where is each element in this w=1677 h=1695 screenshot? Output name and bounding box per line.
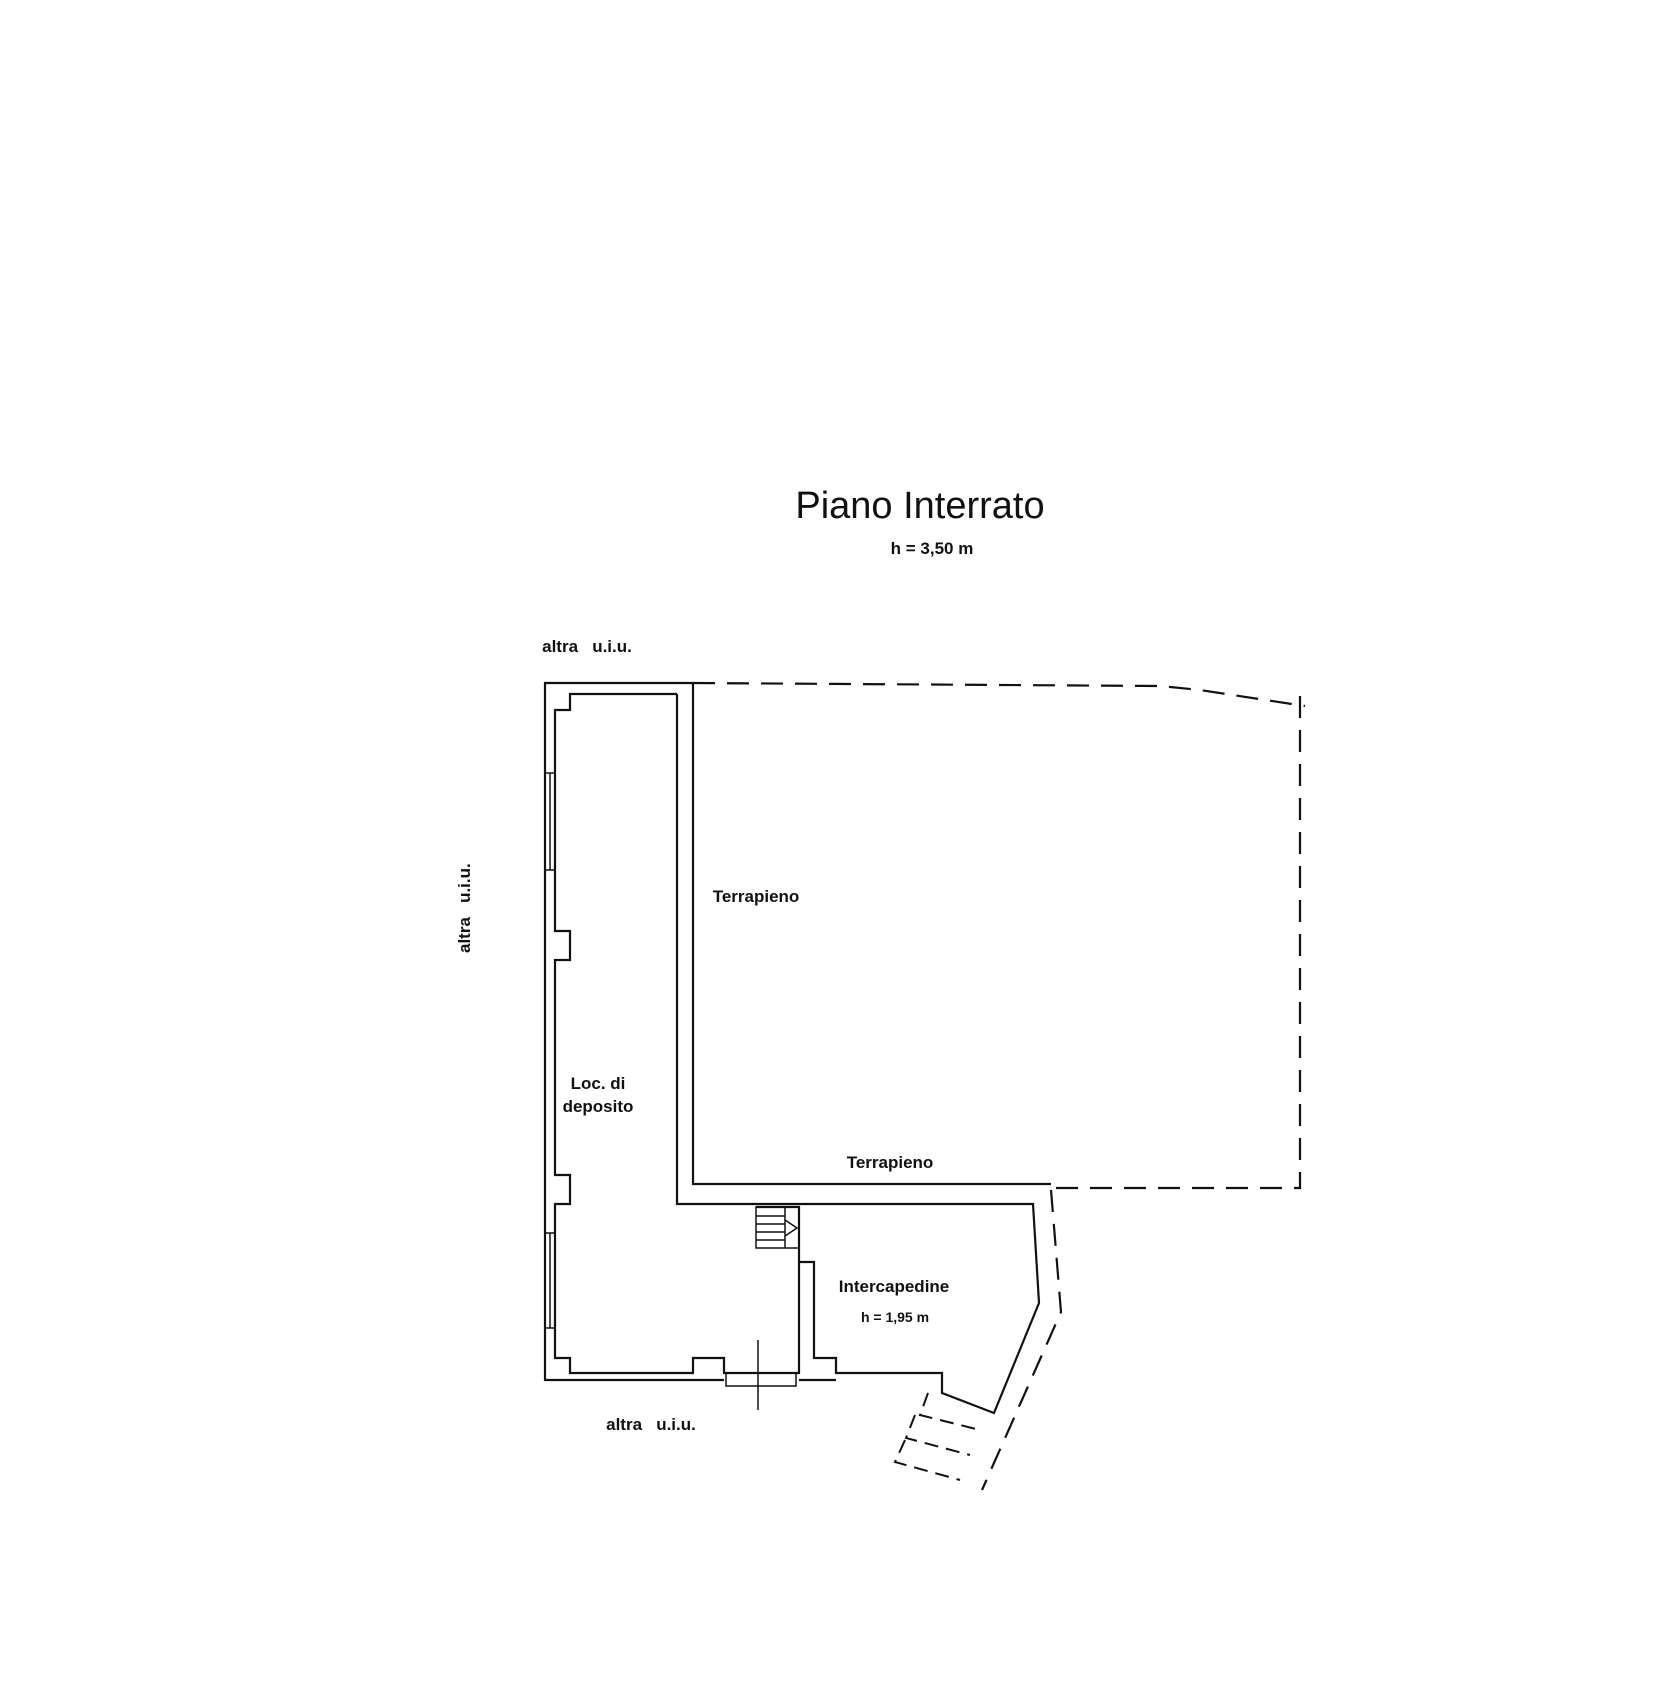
terrapieno-label-lower: Terrapieno bbox=[847, 1153, 934, 1172]
floor-height: h = 3,50 m bbox=[891, 539, 974, 558]
cavity-height: h = 1,95 m bbox=[861, 1309, 929, 1325]
storage-room-label-line1: Loc. di bbox=[571, 1074, 626, 1093]
plan-title: Piano Interrato bbox=[795, 485, 1044, 527]
cavity-label: Intercapedine bbox=[839, 1277, 950, 1296]
outer-walls bbox=[543, 681, 1051, 1415]
terrapieno-boundary bbox=[692, 681, 1306, 1491]
entrance-door bbox=[725, 1340, 797, 1410]
neighbor-unit-bottom: altra u.i.u. bbox=[606, 1415, 696, 1434]
neighbor-unit-left: altra u.i.u. bbox=[455, 863, 474, 953]
windows bbox=[544, 772, 556, 1329]
terrapieno-label-upper: Terrapieno bbox=[713, 887, 800, 906]
outdoor-steps bbox=[893, 1392, 981, 1481]
stair-icon bbox=[755, 1206, 800, 1249]
neighbor-unit-top: altra u.i.u. bbox=[542, 637, 632, 656]
storage-room-label-line2: deposito bbox=[563, 1097, 634, 1116]
